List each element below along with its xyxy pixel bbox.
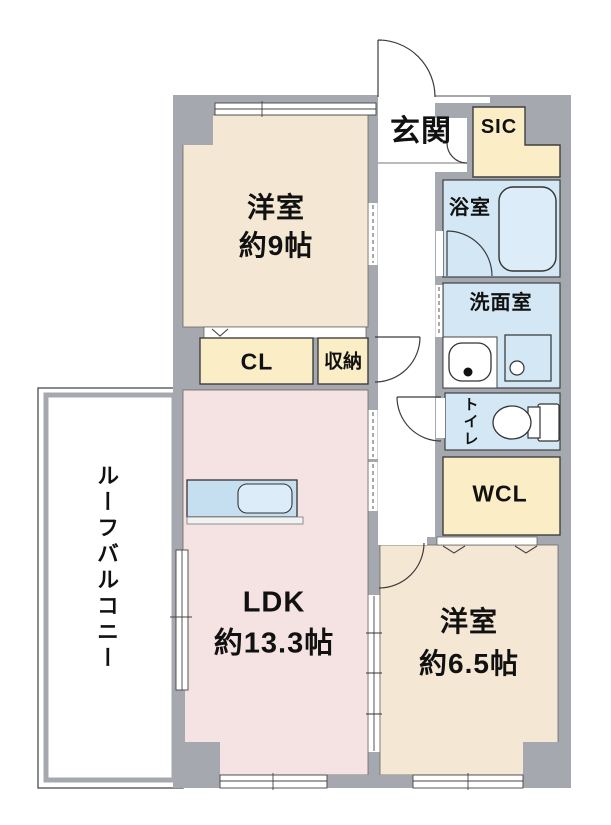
entrance-label: 玄関 xyxy=(390,115,452,148)
closet-folding-door-mark xyxy=(211,328,229,337)
closet-room xyxy=(199,337,314,385)
bedroom-9-top-window xyxy=(214,101,377,117)
bathtub xyxy=(498,186,557,272)
toilet-door-arc xyxy=(396,396,442,442)
ldk-bedroom-partition xyxy=(366,595,382,752)
roof-balcony-inner-rail xyxy=(43,392,177,783)
kitchen-sink xyxy=(237,483,293,514)
pillar-bottom-left xyxy=(173,742,220,788)
entrance-lintel xyxy=(435,97,490,103)
toilet-door-opening xyxy=(436,398,445,438)
walk-in-closet-label: WCL xyxy=(472,480,528,507)
bathroom-door-arc xyxy=(446,230,493,277)
ldk-balcony-window xyxy=(170,549,192,691)
washroom-label: 洗面室 xyxy=(469,292,533,314)
bedroom-9-label: 洋室 xyxy=(246,192,306,223)
ldk-bottom-window xyxy=(219,773,328,790)
pillar-bottom-middle xyxy=(327,775,413,788)
shoe-closet-room xyxy=(472,106,561,178)
wcl-folding-door xyxy=(436,536,538,554)
ldk-hall-sliding-door xyxy=(368,410,378,511)
closet-label: CL xyxy=(240,348,274,375)
bedroom-6-5-bottom-window xyxy=(412,773,524,790)
washroom-sliding-door xyxy=(435,285,443,337)
toilet-label: トイレ xyxy=(461,396,479,448)
storage-label: 収納 xyxy=(323,351,363,373)
bedroom-6-5-door-opening xyxy=(378,537,427,545)
bedroom-6-5-door-arc xyxy=(378,542,425,589)
ldk-room xyxy=(182,389,369,776)
bedroom-9-sliding-door xyxy=(368,203,378,265)
ldk-label: LDK xyxy=(242,586,306,619)
walk-in-closet-room xyxy=(442,456,561,536)
kitchen-counter xyxy=(186,479,304,525)
hallway-door-arc xyxy=(374,336,421,383)
bedroom-9-size: 約9帖 xyxy=(238,230,314,261)
washroom-sink xyxy=(442,336,498,389)
roof-balcony-label: ルーフバルコニー xyxy=(94,464,119,672)
entrance-door-arc xyxy=(377,39,436,98)
bedroom-9-room xyxy=(182,114,369,328)
bedroom-6-5-room xyxy=(379,544,559,776)
hallway-floor xyxy=(378,95,435,537)
kitchen-counter-edge xyxy=(186,516,304,525)
shoe-closet-door-arc xyxy=(446,142,468,164)
closet-door-band xyxy=(203,326,367,339)
bathroom-label: 浴室 xyxy=(449,197,491,219)
bedroom-6-5-size: 約6.5帖 xyxy=(419,648,519,679)
ldk-size: 約13.3帖 xyxy=(213,627,335,660)
shoe-closet-label: SIC xyxy=(480,116,518,138)
pillar-top-left xyxy=(173,95,213,145)
toilet-fixture xyxy=(492,403,560,442)
pillar-bottom-right xyxy=(523,742,571,788)
bedroom-6-5-label: 洋室 xyxy=(439,606,499,637)
bathroom-door-opening xyxy=(436,231,443,276)
storage-room xyxy=(317,337,369,385)
washing-machine-pan xyxy=(504,334,552,382)
